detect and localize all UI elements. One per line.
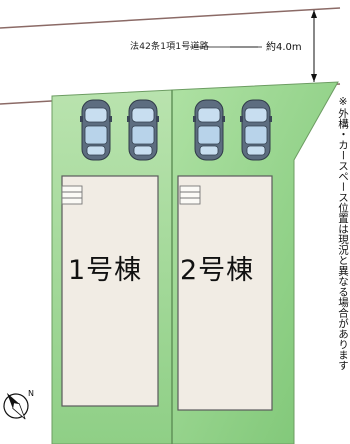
building-2 — [177, 175, 273, 411]
car-icon — [79, 99, 113, 161]
entrance-stairs-1 — [61, 185, 83, 205]
road-boundary-top — [0, 7, 341, 29]
entrance-stairs-2 — [179, 185, 201, 205]
car-icon — [239, 99, 273, 161]
disclaimer-note: ※外構・カースペース位置は現況と異なる場合があります — [337, 96, 349, 371]
road-width-label: 約4.0m — [266, 42, 302, 53]
compass-icon — [3, 392, 29, 420]
car-icon — [192, 99, 226, 161]
car-icon — [126, 99, 160, 161]
svg-text:N: N — [28, 389, 34, 398]
building-1 — [61, 175, 159, 407]
building-1-label: 1号棟 — [68, 255, 143, 286]
building-2-label: 2号棟 — [180, 255, 255, 286]
road-type-label: 法42条1項1号道路 — [130, 42, 209, 52]
